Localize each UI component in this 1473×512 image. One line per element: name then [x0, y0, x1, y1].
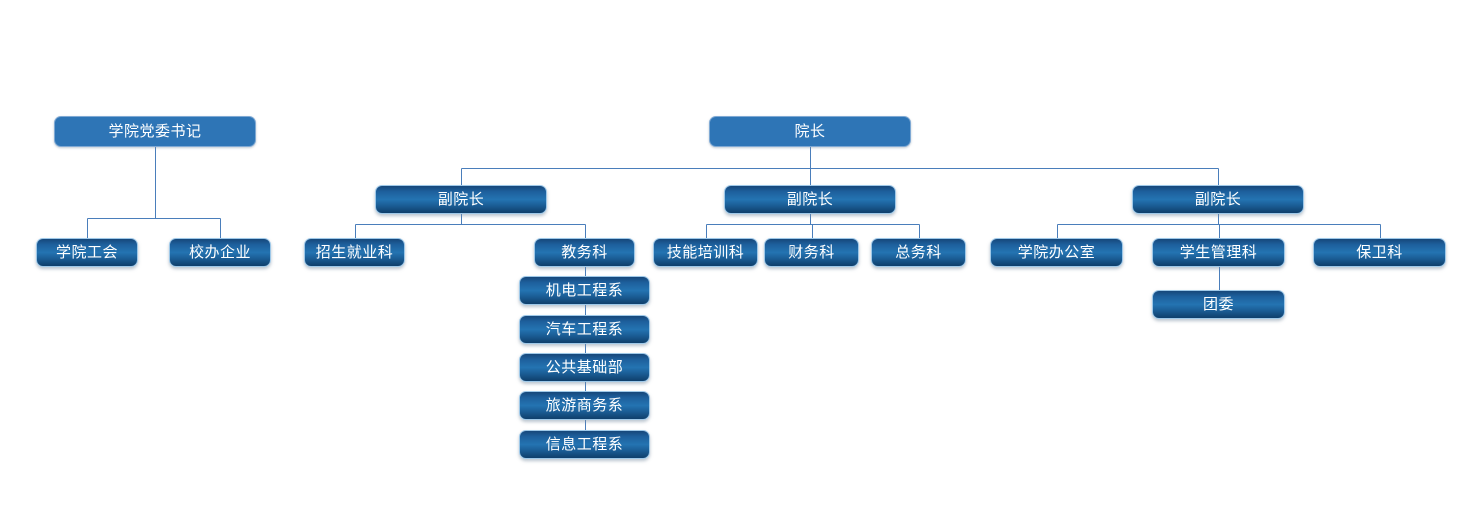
- org-node-label: 团委: [1202, 295, 1234, 313]
- org-node-label: 校办企业: [188, 243, 251, 261]
- org-node-n6[interactable]: 副院长: [724, 185, 896, 214]
- org-node-n12[interactable]: 公共基础部: [519, 353, 650, 382]
- org-node-n13[interactable]: 旅游商务系: [519, 391, 650, 420]
- org-node-n3[interactable]: 校办企业: [169, 238, 271, 267]
- org-node-label: 招生就业科: [315, 243, 394, 261]
- org-node-n4[interactable]: 院长: [709, 116, 911, 147]
- org-node-n10[interactable]: 机电工程系: [519, 276, 650, 305]
- org-node-n15[interactable]: 技能培训科: [653, 238, 758, 267]
- org-node-n19[interactable]: 学生管理科: [1152, 238, 1285, 267]
- org-node-label: 保卫科: [1356, 243, 1403, 261]
- org-node-n18[interactable]: 学院办公室: [990, 238, 1123, 267]
- org-node-n20[interactable]: 保卫科: [1313, 238, 1446, 267]
- org-node-n14[interactable]: 信息工程系: [519, 430, 650, 459]
- org-node-label: 教务科: [561, 243, 608, 261]
- org-node-label: 副院长: [437, 190, 485, 208]
- org-node-n9[interactable]: 教务科: [534, 238, 635, 267]
- org-node-label: 学院党委书记: [108, 122, 202, 140]
- org-node-label: 机电工程系: [545, 281, 624, 299]
- org-node-label: 旅游商务系: [545, 396, 624, 414]
- org-node-label: 公共基础部: [545, 358, 624, 376]
- org-node-n16[interactable]: 财务科: [764, 238, 859, 267]
- org-node-label: 副院长: [786, 190, 834, 208]
- org-node-n2[interactable]: 学院工会: [36, 238, 138, 267]
- org-node-label: 学院办公室: [1017, 243, 1096, 261]
- org-node-label: 财务科: [788, 243, 835, 261]
- org-node-label: 信息工程系: [545, 435, 624, 453]
- org-node-label: 院长: [794, 122, 826, 140]
- org-node-n21[interactable]: 团委: [1152, 290, 1285, 319]
- org-node-n7[interactable]: 副院长: [1132, 185, 1304, 214]
- org-node-label: 学生管理科: [1179, 243, 1258, 261]
- org-node-n5[interactable]: 副院长: [375, 185, 547, 214]
- org-node-label: 学院工会: [55, 243, 118, 261]
- org-node-n11[interactable]: 汽车工程系: [519, 315, 650, 344]
- org-node-n8[interactable]: 招生就业科: [304, 238, 405, 267]
- org-node-n1[interactable]: 学院党委书记: [54, 116, 256, 147]
- org-node-label: 汽车工程系: [545, 320, 624, 338]
- org-node-label: 副院长: [1194, 190, 1242, 208]
- org-node-label: 技能培训科: [666, 243, 745, 261]
- org-node-n17[interactable]: 总务科: [871, 238, 966, 267]
- org-node-label: 总务科: [895, 243, 942, 261]
